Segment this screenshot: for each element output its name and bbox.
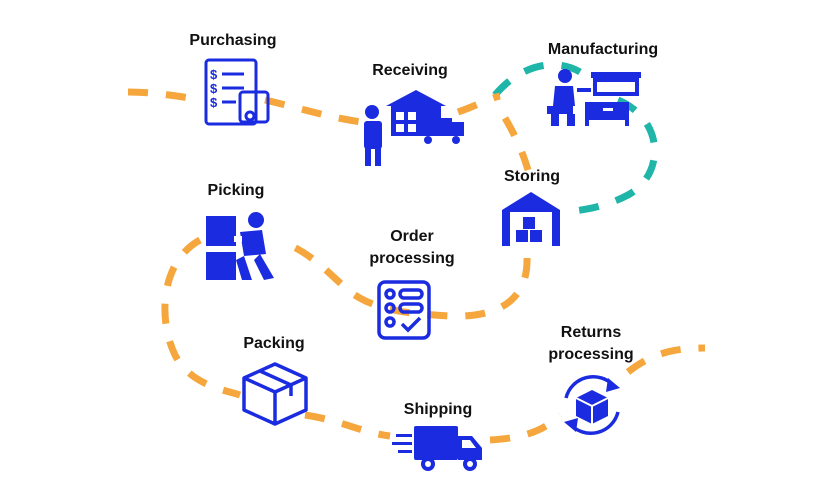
step-label-returns-processing: Returns processing: [536, 322, 646, 366]
clipboard-checklist-icon: $$$: [204, 58, 270, 126]
svg-text:$: $: [210, 95, 218, 110]
step-label-shipping: Shipping: [403, 401, 473, 418]
worker-assembling-furniture-icon: [547, 69, 641, 126]
step-label-order-line2: processing: [369, 250, 455, 267]
step-label-storing: Storing: [504, 168, 560, 185]
return-box-cycle-icon: [564, 375, 620, 435]
step-label-purchasing: Purchasing: [189, 32, 277, 49]
flow-path-manufacturing-loop: [492, 61, 659, 216]
step-label-receiving: Receiving: [372, 62, 448, 79]
svg-text:$: $: [210, 81, 218, 96]
order-checklist-icon: [377, 280, 431, 340]
step-label-packing: Packing: [243, 335, 305, 352]
moving-truck-icon: [392, 426, 482, 471]
step-label-order-line1: Order: [390, 228, 434, 245]
step-label-returns-line2: processing: [548, 346, 634, 363]
step-label-order-processing: Order processing: [352, 226, 472, 270]
warehouse-boxes-icon: [502, 192, 560, 246]
worker-carrying-boxes-icon: [206, 212, 274, 280]
cardboard-box-icon: [242, 362, 308, 426]
svg-text:$: $: [210, 67, 218, 82]
step-label-picking: Picking: [207, 182, 265, 199]
worker-warehouse-truck-icon: [364, 90, 464, 166]
step-label-returns-line1: Returns: [560, 324, 622, 341]
step-label-manufacturing: Manufacturing: [547, 41, 659, 58]
